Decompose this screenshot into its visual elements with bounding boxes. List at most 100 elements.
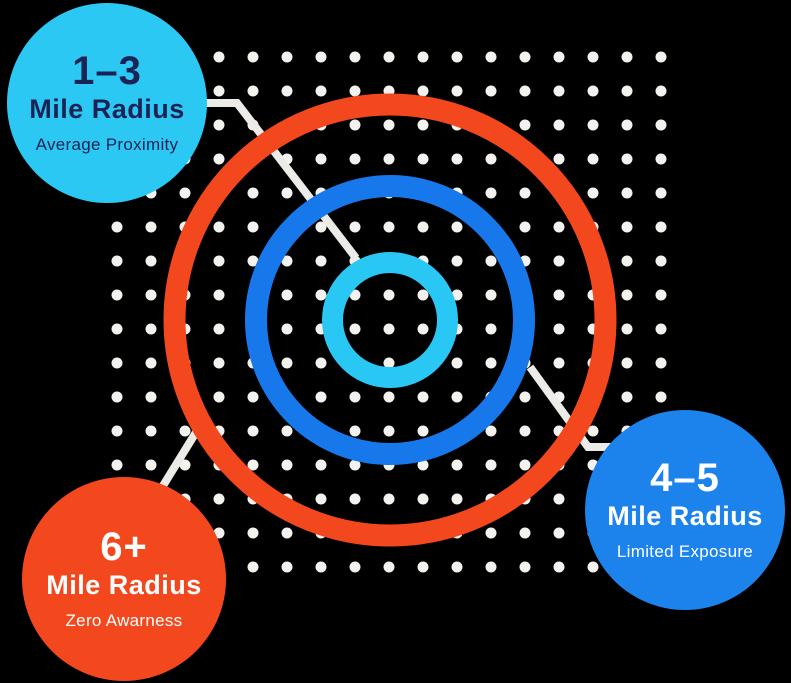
grid-dot — [451, 221, 463, 233]
grid-dot — [247, 221, 259, 233]
bubble-caption-label: Average Proximity — [35, 135, 179, 155]
grid-dot — [213, 391, 225, 403]
grid-dot — [111, 323, 123, 335]
grid-dot — [655, 255, 667, 267]
grid-dot — [349, 289, 361, 301]
grid-dot — [111, 357, 123, 369]
grid-dot — [383, 153, 395, 165]
grid-dot — [621, 391, 633, 403]
grid-dot — [383, 289, 395, 301]
grid-dot — [349, 119, 361, 131]
grid-dot — [655, 289, 667, 301]
grid-dot — [111, 289, 123, 301]
grid-dot — [553, 119, 565, 131]
grid-dot — [315, 153, 327, 165]
grid-dot — [281, 51, 293, 63]
grid-dot — [553, 357, 565, 369]
grid-dot — [417, 459, 429, 471]
grid-dot — [349, 51, 361, 63]
grid-dot — [315, 459, 327, 471]
grid-dot — [383, 221, 395, 233]
grid-dot — [485, 527, 497, 539]
grid-dot — [213, 153, 225, 165]
outer-ring-6-plus-mile — [163, 93, 617, 547]
grid-dot — [451, 493, 463, 505]
inner-ring-1-3-mile — [322, 252, 458, 388]
bubble-range-label: 4–5 — [650, 456, 720, 501]
grid-dot — [213, 85, 225, 97]
grid-dot — [655, 357, 667, 369]
grid-dot — [247, 85, 259, 97]
bubble-caption-label: Limited Exposure — [616, 542, 754, 562]
grid-dot — [349, 85, 361, 97]
grid-dot — [621, 221, 633, 233]
grid-dot — [519, 51, 531, 63]
grid-dot — [485, 323, 497, 335]
grid-dot — [383, 493, 395, 505]
grid-dot — [417, 323, 429, 335]
grid-dot — [145, 323, 157, 335]
grid-dot — [417, 289, 429, 301]
grid-dot — [485, 289, 497, 301]
grid-dot — [417, 493, 429, 505]
grid-dot — [621, 85, 633, 97]
grid-dot — [519, 459, 531, 471]
grid-dot — [383, 119, 395, 131]
grid-dot — [145, 357, 157, 369]
grid-dot — [213, 221, 225, 233]
grid-dot — [417, 51, 429, 63]
grid-dot — [553, 85, 565, 97]
grid-dot — [111, 459, 123, 471]
grid-dot — [247, 459, 259, 471]
grid-dot — [315, 221, 327, 233]
grid-dot — [587, 153, 599, 165]
grid-dot — [417, 119, 429, 131]
grid-dot — [213, 255, 225, 267]
grid-dot — [621, 357, 633, 369]
grid-dot — [519, 561, 531, 573]
grid-dot — [621, 255, 633, 267]
grid-dot — [485, 255, 497, 267]
grid-dot — [621, 323, 633, 335]
grid-dot — [383, 323, 395, 335]
grid-dot — [383, 51, 395, 63]
grid-dot — [281, 357, 293, 369]
grid-dot — [451, 561, 463, 573]
grid-dot — [281, 527, 293, 539]
bubble-average-proximity: 1–3 Mile Radius Average Proximity — [7, 3, 207, 203]
grid-dot — [111, 221, 123, 233]
grid-dot — [315, 255, 327, 267]
connector-limited-exposure — [526, 364, 614, 451]
grid-dot — [621, 187, 633, 199]
grid-dot — [281, 459, 293, 471]
grid-dot — [655, 187, 667, 199]
grid-dot — [553, 527, 565, 539]
grid-dot — [247, 255, 259, 267]
connector-zero-awarness — [157, 426, 202, 492]
grid-dot — [315, 493, 327, 505]
bubble-range-label: 6+ — [100, 525, 148, 570]
grid-dot — [417, 221, 429, 233]
grid-dot — [145, 289, 157, 301]
grid-dot — [655, 119, 667, 131]
grid-dot — [349, 425, 361, 437]
grid-dot — [485, 357, 497, 369]
grid-dot — [519, 391, 531, 403]
grid-dot — [315, 289, 327, 301]
grid-dot — [519, 221, 531, 233]
grid-dot — [655, 391, 667, 403]
grid-dot — [485, 85, 497, 97]
grid-dot — [553, 493, 565, 505]
grid-dot — [451, 357, 463, 369]
grid-dot — [587, 51, 599, 63]
grid-dot — [553, 153, 565, 165]
grid-dot — [587, 425, 599, 437]
grid-dot — [281, 425, 293, 437]
grid-dot — [587, 187, 599, 199]
grid-dot — [519, 119, 531, 131]
grid-dot — [655, 221, 667, 233]
grid-dot — [213, 119, 225, 131]
grid-dot — [485, 187, 497, 199]
grid-dot — [621, 119, 633, 131]
grid-dot — [281, 323, 293, 335]
